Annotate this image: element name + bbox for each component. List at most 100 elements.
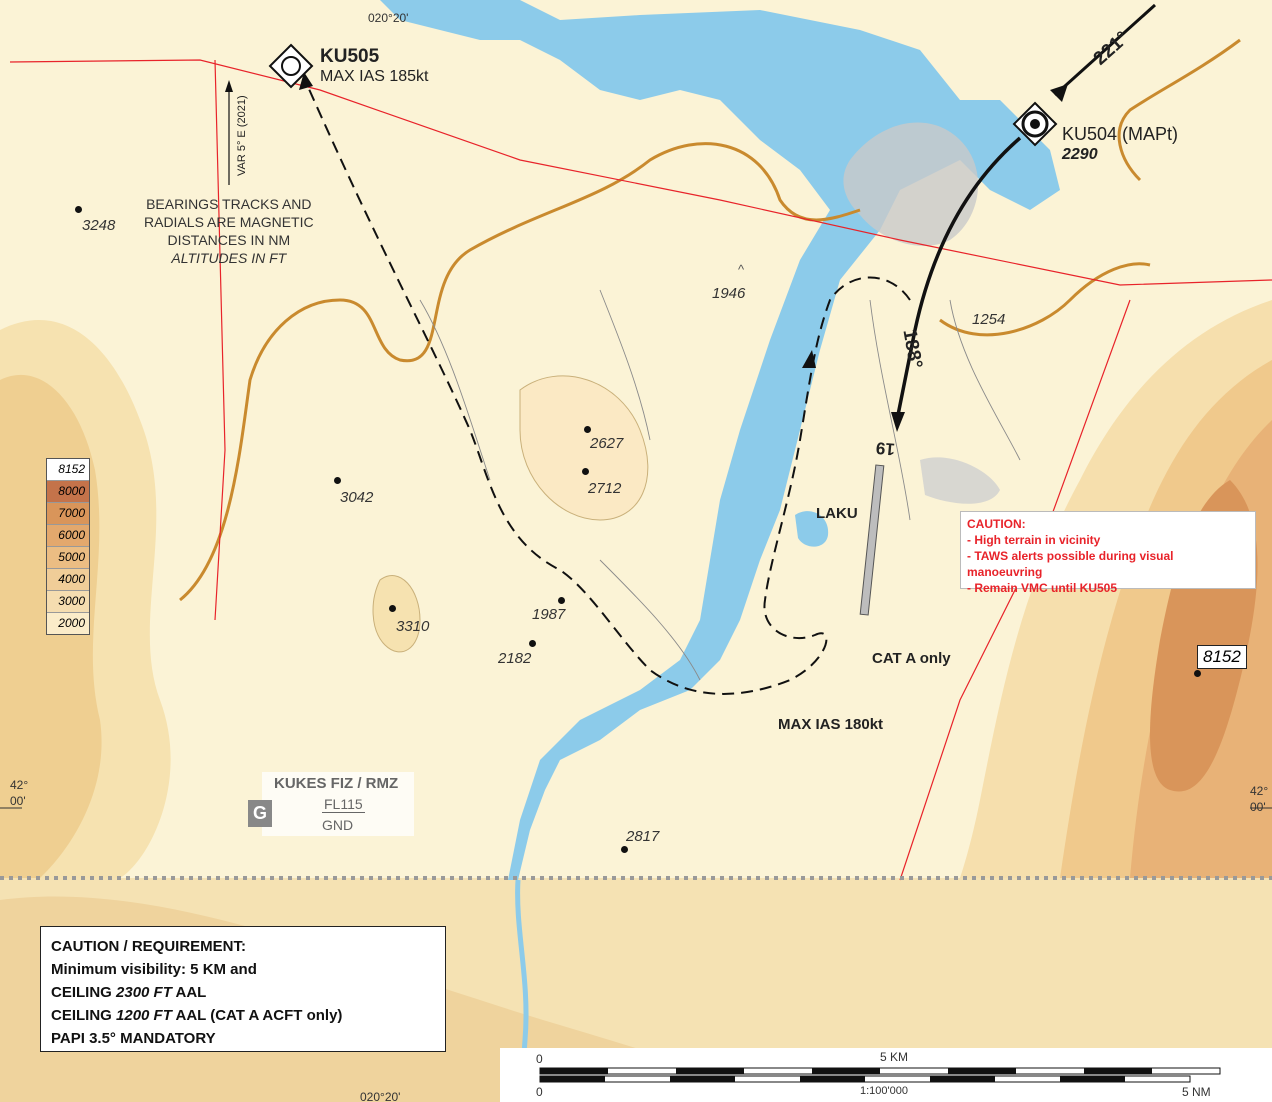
approach-final-track bbox=[896, 136, 1022, 416]
elevation-1987: 1987 bbox=[532, 606, 566, 623]
airspace-boundary-east bbox=[899, 299, 1131, 881]
ceiling-prefix: CEILING bbox=[51, 1007, 117, 1024]
requirement-papi: PAPI 3.5° MANDATORY bbox=[51, 1030, 216, 1047]
terrain-caution-line: - TAWS alerts possible during visual man… bbox=[967, 549, 1174, 579]
latitude-deg-right: 42° bbox=[1250, 784, 1269, 798]
variation-label: VAR 5° E (2021) bbox=[236, 95, 248, 176]
legend-7000: 7000 bbox=[47, 502, 89, 524]
scale-nm-label: 5 NM bbox=[1182, 1085, 1211, 1099]
requirement-title: CAUTION / REQUIREMENT: bbox=[51, 938, 246, 955]
latitude-min-left: 00' bbox=[10, 794, 26, 808]
ku505-label: KU505 bbox=[320, 46, 380, 67]
terrain-hill-3310 bbox=[372, 575, 421, 653]
spot-elevation-dot bbox=[389, 605, 396, 612]
aerodrome-name: LAKU bbox=[816, 505, 858, 522]
terrain-caution-title: CAUTION: bbox=[967, 517, 1026, 531]
requirement-ceiling-1: CEILING 2300 FT AAL bbox=[51, 981, 435, 1004]
elevation-3042: 3042 bbox=[340, 489, 374, 506]
downwind-arrowhead bbox=[802, 350, 816, 368]
variation-arrowhead bbox=[225, 80, 233, 92]
latitude-deg-left: 42° bbox=[10, 778, 29, 792]
scale-bar-background bbox=[500, 1048, 1272, 1102]
small-pond bbox=[795, 511, 829, 547]
legend-4000: 4000 bbox=[47, 568, 89, 590]
elevation-2817: 2817 bbox=[626, 828, 660, 845]
caution-requirement-box: CAUTION / REQUIREMENT: Minimum visibilit… bbox=[40, 926, 446, 1052]
runway-designator: 19 bbox=[875, 438, 896, 459]
spot-elevation-dot bbox=[584, 426, 591, 433]
longitude-label-bottom: 020°20' bbox=[360, 1090, 401, 1102]
approach-inbound-track bbox=[1053, 3, 1157, 97]
airspace-info-box: KUKES FIZ / RMZ FL115 GND bbox=[262, 772, 414, 836]
ku505-max-ias: MAX IAS 185kt bbox=[320, 68, 429, 85]
elevation-1946: 1946 bbox=[712, 285, 746, 302]
scale-km-zero: 0 bbox=[536, 1052, 543, 1066]
spot-elevation-dot bbox=[558, 597, 565, 604]
scale-bar-km bbox=[539, 1067, 1221, 1075]
elevation-3248: 3248 bbox=[82, 217, 116, 234]
ceiling-prefix: CEILING bbox=[51, 984, 117, 1001]
terrain-hill-2627 bbox=[519, 375, 649, 521]
scale-bar-nm bbox=[539, 1075, 1191, 1083]
legend-2000: 2000 bbox=[47, 612, 89, 634]
peak-symbol: ^ bbox=[738, 262, 745, 277]
ku505-fly-over-symbol[interactable] bbox=[268, 43, 314, 89]
spot-elevation-dot bbox=[334, 477, 341, 484]
ceiling-suffix: AAL bbox=[171, 984, 207, 1001]
spot-elevation-dot bbox=[1194, 670, 1201, 677]
minor-roads bbox=[419, 289, 1021, 681]
final-arrowhead bbox=[891, 412, 905, 432]
scale-nm-zero: 0 bbox=[536, 1085, 543, 1099]
main-road bbox=[179, 142, 861, 602]
ceiling-value: 1200 FT bbox=[116, 1007, 172, 1024]
scale-ratio: 1:100'000 bbox=[860, 1085, 908, 1097]
elevation-3310: 3310 bbox=[396, 618, 430, 635]
elevation-2627: 2627 bbox=[590, 435, 624, 452]
airspace-lower-limit: GND bbox=[322, 817, 354, 833]
elevation-legend: 8152 8000 7000 6000 5000 4000 3000 2000 bbox=[46, 458, 90, 635]
bearings-note-line2: RADIALS ARE MAGNETIC bbox=[144, 214, 314, 230]
elevation-1254: 1254 bbox=[972, 311, 1006, 328]
elevation-2182: 2182 bbox=[498, 650, 532, 667]
ku504-label: KU504 (MAPt) bbox=[1062, 124, 1179, 144]
ku504-map-symbol[interactable] bbox=[1012, 101, 1058, 147]
lake-water bbox=[380, 0, 1060, 880]
requirement-ceiling-2: CEILING 1200 FT AAL (CAT A ACFT only) bbox=[51, 1004, 435, 1027]
scale-km-label: 5 KM bbox=[880, 1050, 909, 1064]
cat-a-only-label: CAT A only bbox=[872, 650, 951, 667]
road-northeast bbox=[1117, 38, 1241, 182]
bearings-note-line3: DISTANCES IN NM bbox=[167, 232, 291, 248]
town-area bbox=[843, 122, 979, 246]
ku505-arrowhead bbox=[299, 72, 313, 90]
terrain-caution-box: CAUTION: - High terrain in vicinity - TA… bbox=[960, 511, 1256, 595]
airspace-boundary bbox=[9, 59, 1272, 286]
requirement-visibility: Minimum visibility: 5 KM and bbox=[51, 961, 257, 978]
latitude-min-right: 00' bbox=[1250, 800, 1266, 814]
airspace-boundary-west bbox=[214, 59, 226, 621]
elevation-2712: 2712 bbox=[588, 480, 622, 497]
legend-8000: 8000 bbox=[47, 480, 89, 502]
runway bbox=[859, 464, 885, 616]
airspace-upper-limit: FL115 bbox=[322, 796, 365, 813]
airspace-class-badge: G bbox=[248, 800, 272, 827]
ku504-altitude: 2290 bbox=[1062, 146, 1098, 163]
legend-top: 8152 bbox=[47, 459, 89, 480]
airspace-name: KUKES FIZ / RMZ bbox=[274, 775, 399, 792]
spot-elevation-dot bbox=[529, 640, 536, 647]
legend-5000: 5000 bbox=[47, 546, 89, 568]
spot-elevation-dot bbox=[582, 468, 589, 475]
inbound-arrowhead bbox=[1050, 84, 1068, 102]
road-east bbox=[939, 262, 1151, 337]
ceiling-suffix: AAL (CAT A ACFT only) bbox=[171, 1007, 343, 1024]
legend-6000: 6000 bbox=[47, 524, 89, 546]
legend-3000: 3000 bbox=[47, 590, 89, 612]
spot-elevation-dot bbox=[621, 846, 628, 853]
terrain-caution-line: - Remain VMC until KU505 bbox=[967, 581, 1118, 595]
bearings-note-line1: BEARINGS TRACKS AND bbox=[146, 196, 312, 212]
ceiling-value: 2300 FT bbox=[116, 984, 172, 1001]
max-ias-180-label: MAX IAS 180kt bbox=[778, 716, 884, 733]
spot-elevation-dot bbox=[75, 206, 82, 213]
longitude-label-top: 020°20' bbox=[368, 11, 409, 25]
bearings-note-line4: ALTITUDES IN FT bbox=[171, 250, 287, 266]
